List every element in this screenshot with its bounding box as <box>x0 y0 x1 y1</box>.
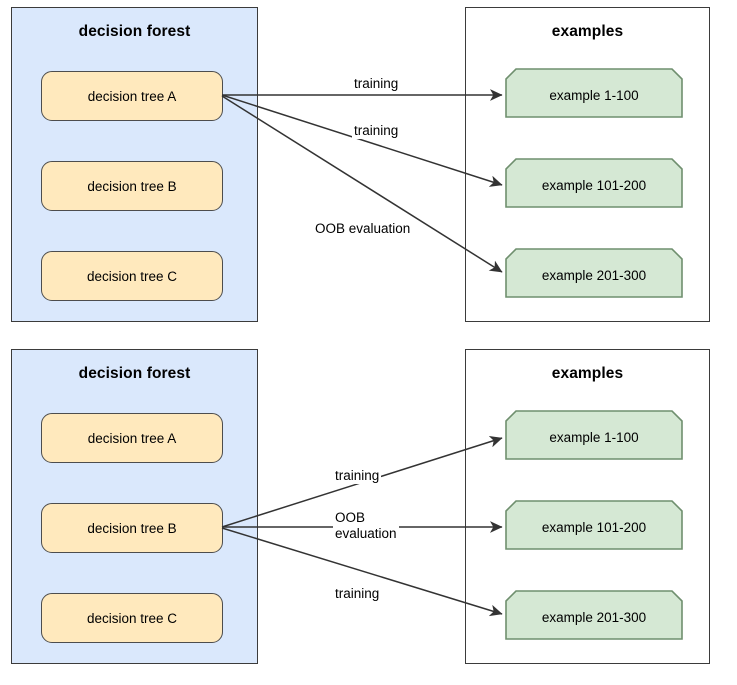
note-shape-icon <box>505 248 683 298</box>
tree-box-c[interactable]: decision tree C <box>41 251 223 301</box>
tree-box-b-label: decision tree B <box>87 178 177 194</box>
example-box-101-200[interactable]: example 101-200 <box>505 500 683 550</box>
example-box-1-100-label: example 1-100 <box>549 87 639 103</box>
examples-panel-top: examples example 1-100 example 101-200 e… <box>465 7 710 322</box>
edge-label-oob-evaluation: OOB evaluation <box>333 510 399 542</box>
forest-panel-top: decision forest decision tree A decision… <box>11 7 258 322</box>
forest-panel-bottom: decision forest decision tree A decision… <box>11 349 258 664</box>
tree-box-b[interactable]: decision tree B <box>41 161 223 211</box>
example-box-101-200-label: example 101-200 <box>541 519 647 535</box>
example-box-201-300-label: example 201-300 <box>541 267 647 283</box>
examples-panel-title: examples <box>551 365 624 382</box>
example-box-1-100[interactable]: example 1-100 <box>505 410 683 460</box>
tree-box-a-label: decision tree A <box>87 88 177 104</box>
example-box-1-100-label: example 1-100 <box>549 429 639 445</box>
arrow-layer-top <box>221 89 503 273</box>
arrow-a-to-101-200 <box>221 94 503 187</box>
example-box-101-200[interactable]: example 101-200 <box>505 158 683 208</box>
tree-box-a[interactable]: decision tree A <box>41 413 223 463</box>
forest-panel-title: decision forest <box>78 365 191 382</box>
example-box-1-100[interactable]: example 1-100 <box>505 68 683 118</box>
edge-label-text: training <box>335 468 380 483</box>
edge-label-text-line2: evaluation <box>335 525 397 541</box>
tree-box-c-label: decision tree C <box>86 610 178 626</box>
examples-panel-bottom: examples example 1-100 example 101-200 e… <box>465 349 710 664</box>
tree-box-b-label: decision tree B <box>87 520 177 536</box>
edge-label-text: training <box>354 123 399 138</box>
edge-label-text-line1: OOB <box>335 510 366 525</box>
arrow-a-to-201-300 <box>221 95 503 273</box>
forest-panel-title: decision forest <box>78 23 191 40</box>
note-shape-icon <box>505 68 683 118</box>
tree-box-c[interactable]: decision tree C <box>41 593 223 643</box>
tree-box-a-label: decision tree A <box>87 430 177 446</box>
note-shape-icon <box>505 410 683 460</box>
note-shape-icon <box>505 590 683 640</box>
edge-label-training-2: training <box>352 123 401 139</box>
tree-box-b[interactable]: decision tree B <box>41 503 223 553</box>
tree-box-c-label: decision tree C <box>86 268 178 284</box>
example-box-101-200-label: example 101-200 <box>541 177 647 193</box>
edge-label-training-1: training <box>333 468 382 484</box>
edge-label-training-2: training <box>333 586 382 602</box>
note-shape-icon <box>505 500 683 550</box>
tree-box-a[interactable]: decision tree A <box>41 71 223 121</box>
diagram-top: decision forest decision tree A decision… <box>11 7 710 322</box>
edge-label-oob-evaluation: OOB evaluation <box>313 221 413 237</box>
examples-panel-title: examples <box>551 23 624 40</box>
example-box-201-300[interactable]: example 201-300 <box>505 248 683 298</box>
note-shape-icon <box>505 158 683 208</box>
diagram-bottom: decision forest decision tree A decision… <box>0 342 737 685</box>
edge-label-text: training <box>335 586 380 601</box>
edge-label-text: training <box>354 76 399 91</box>
example-box-201-300[interactable]: example 201-300 <box>505 590 683 640</box>
edge-label-text: OOB evaluation <box>315 221 411 236</box>
edge-label-training-1: training <box>352 76 401 92</box>
example-box-201-300-label: example 201-300 <box>541 609 647 625</box>
arrow-b-to-201-300 <box>221 527 503 617</box>
